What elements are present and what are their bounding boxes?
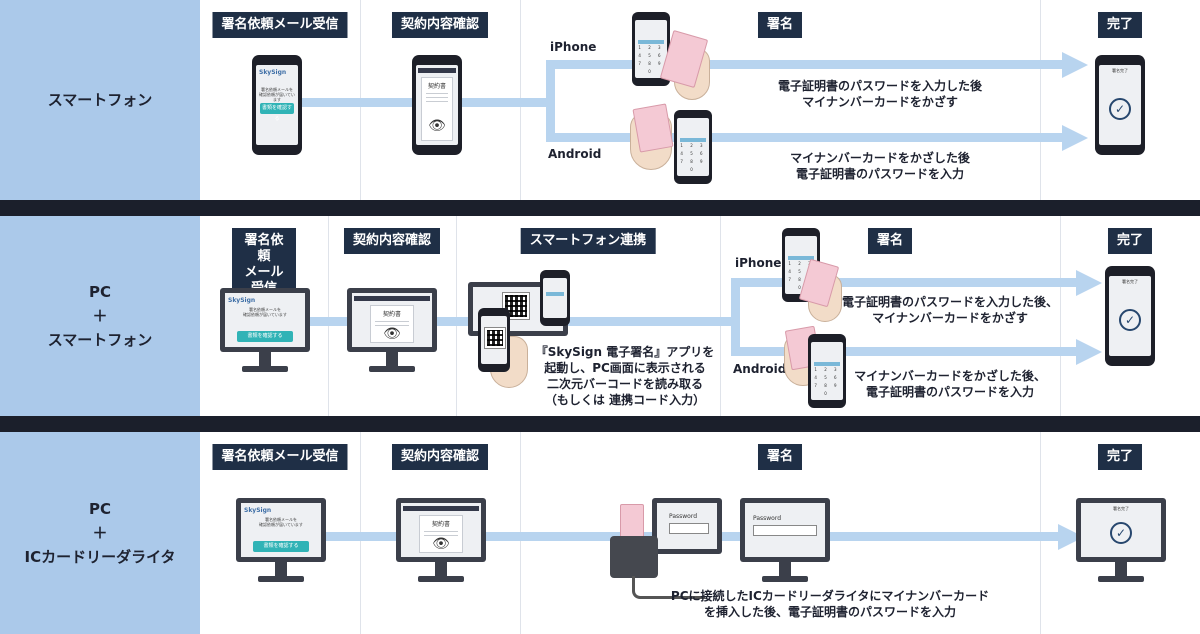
step-confirm: 契約内容確認	[360, 432, 521, 634]
step-done: 完了	[1040, 432, 1200, 634]
phone-document-screen: 契約書 👁	[412, 55, 462, 155]
flow-arrow	[1062, 52, 1088, 78]
row-pc-smartphone: PC ＋ スマートフォン 署名依頼 メール受信 契約内容確認 スマートフォン連携…	[0, 216, 1200, 416]
flow-line	[546, 60, 1066, 69]
mail-text: 署名依頼メールを 確認依頼が届いています	[259, 517, 303, 527]
monitor-mail-screen: SkySign 署名依頼メールを 確認依頼が届いています 書類を確認する	[220, 288, 310, 376]
monitor-document-screen: 契約書 👁	[396, 498, 486, 586]
document-heading: 契約書	[427, 83, 446, 90]
check-icon: ✓	[1119, 309, 1141, 331]
step-label-receive: 署名依頼メール受信	[212, 12, 348, 38]
step-receive: 署名依頼メール受信	[200, 432, 361, 634]
step-done: 完了	[1060, 216, 1200, 416]
step-label-sign: 署名	[757, 444, 803, 470]
flow-line	[546, 60, 555, 142]
password-input[interactable]	[669, 523, 709, 534]
phone-mail-screen: SkySign 署名依頼メールを 確認依頼が届いています 書類を確認する	[252, 55, 302, 155]
monitor-document-screen: 契約書 👁	[347, 288, 437, 376]
monitor-mail-screen: SkySign 署名依頼メールを 確認依頼が届いています 書類を確認する	[236, 498, 326, 586]
phone-keypad: 1 2 3 4 5 6 7 8 9 0	[808, 334, 846, 408]
phone-app-screen	[540, 270, 570, 326]
qr-code-icon	[484, 327, 506, 349]
flow-line	[731, 278, 740, 356]
step-done: 完了	[1040, 0, 1200, 200]
flow-line	[731, 347, 1081, 356]
done-label: 署名完了	[1113, 506, 1129, 511]
mynumber-card-icon	[632, 103, 674, 153]
brand-logo: SkySign	[228, 297, 256, 304]
flow-arrow	[1062, 125, 1088, 151]
eye-icon: 👁	[383, 326, 401, 342]
check-icon: ✓	[1109, 98, 1131, 120]
flow-arrow	[1076, 339, 1102, 365]
step-label-confirm: 契約内容確認	[391, 12, 489, 38]
brand-logo: SkySign	[259, 69, 287, 76]
password-label: Password	[753, 515, 782, 522]
reader-cable	[632, 576, 705, 599]
mail-text: 署名依頼メールを 確認依頼が届いています	[259, 87, 295, 102]
monitor-password-screen: Password	[652, 498, 722, 586]
step-label-receive: 署名依頼メール受信	[212, 444, 348, 470]
password-label: Password	[669, 513, 698, 520]
password-input[interactable]	[753, 525, 817, 536]
step-link: スマートフォン連携	[456, 216, 721, 416]
eye-icon: 👁	[428, 118, 446, 134]
step-confirm: 契約内容確認	[328, 216, 457, 416]
note-android: マイナンバーカードをかざした後、 電子証明書のパスワードを入力	[854, 369, 1046, 399]
os-label-iphone: iPhone	[735, 256, 782, 270]
phone-scan-screen	[478, 308, 510, 372]
flow-line	[731, 278, 1081, 287]
eye-icon: 👁	[432, 536, 450, 552]
row-title: PC ＋ ICカードリーダライタ	[0, 432, 200, 634]
note-android: マイナンバーカードをかざした後 電子証明書のパスワードを入力	[790, 151, 970, 181]
phone-keypad: 1 2 3 4 5 6 7 8 9 0	[674, 110, 712, 184]
flow-arrow	[1076, 270, 1102, 296]
step-label-confirm: 契約内容確認	[391, 444, 489, 470]
check-icon: ✓	[1110, 521, 1132, 544]
ic-card-reader-icon	[610, 536, 658, 578]
step-label-done: 完了	[1097, 444, 1143, 470]
os-label-iphone: iPhone	[550, 40, 597, 54]
os-label-android: Android	[548, 147, 602, 161]
brand-logo: SkySign	[244, 507, 272, 514]
step-label-done: 完了	[1107, 228, 1153, 254]
monitor-password-entry-screen: Password	[740, 498, 830, 586]
link-note: 『SkySign 電子署名』アプリを 起動し、PC画面に表示される 二次元バーコ…	[535, 345, 715, 407]
monitor-done-screen: 署名完了 ✓	[1076, 498, 1166, 586]
os-label-android: Android	[733, 362, 787, 376]
row-pc-ic-reader: PC ＋ ICカードリーダライタ 署名依頼メール受信 契約内容確認 署名 完了 …	[0, 432, 1200, 634]
step-receive: 署名依頼メール受信	[200, 0, 361, 200]
phone-done-screen: 署名完了 ✓	[1095, 55, 1145, 155]
confirm-document-button[interactable]: 書類を確認する	[253, 541, 309, 552]
done-label: 署名完了	[1112, 68, 1128, 73]
note-iphone: 電子証明書のパスワードを入力した後、 マイナンバーカードをかざす	[841, 295, 1058, 325]
note-reader: PCに接続したICカードリーダライタにマイナンバーカード を挿入した後、電子証明…	[670, 589, 990, 619]
flow-line	[546, 133, 1066, 142]
confirm-document-button[interactable]: 書類を確認する	[237, 331, 293, 342]
row-body: 署名依頼メール受信 契約内容確認 署名 完了 SkySign 署名依頼メールを …	[200, 0, 1200, 200]
document-heading: 契約書	[382, 311, 401, 318]
step-label-done: 完了	[1097, 12, 1143, 38]
row-body: 署名依頼メール受信 契約内容確認 署名 完了 SkySign 署名依頼メールを …	[200, 432, 1200, 634]
step-label-confirm: 契約内容確認	[343, 228, 441, 254]
qr-code-icon	[502, 292, 530, 320]
step-label-sign: 署名	[867, 228, 913, 254]
step-label-link: スマートフォン連携	[520, 228, 656, 254]
step-sign: 署名	[720, 216, 1061, 416]
step-sign: 署名	[520, 0, 1041, 200]
row-title: スマートフォン	[0, 0, 200, 200]
step-label-sign: 署名	[757, 12, 803, 38]
mail-text: 署名依頼メールを 確認依頼が届いています	[243, 307, 287, 317]
document-heading: 契約書	[431, 521, 450, 528]
phone-done-screen: 署名完了 ✓	[1105, 266, 1155, 366]
row-body: 署名依頼 メール受信 契約内容確認 スマートフォン連携 署名 完了 SkySig…	[200, 216, 1200, 416]
confirm-document-button[interactable]: 書類を確認する	[260, 103, 294, 122]
row-title: PC ＋ スマートフォン	[0, 216, 200, 416]
row-smartphone: スマートフォン 署名依頼メール受信 契約内容確認 署名 完了 SkySign 署…	[0, 0, 1200, 200]
note-iphone: 電子証明書のパスワードを入力した後 マイナンバーカードをかざす	[777, 79, 982, 109]
done-label: 署名完了	[1122, 279, 1138, 284]
